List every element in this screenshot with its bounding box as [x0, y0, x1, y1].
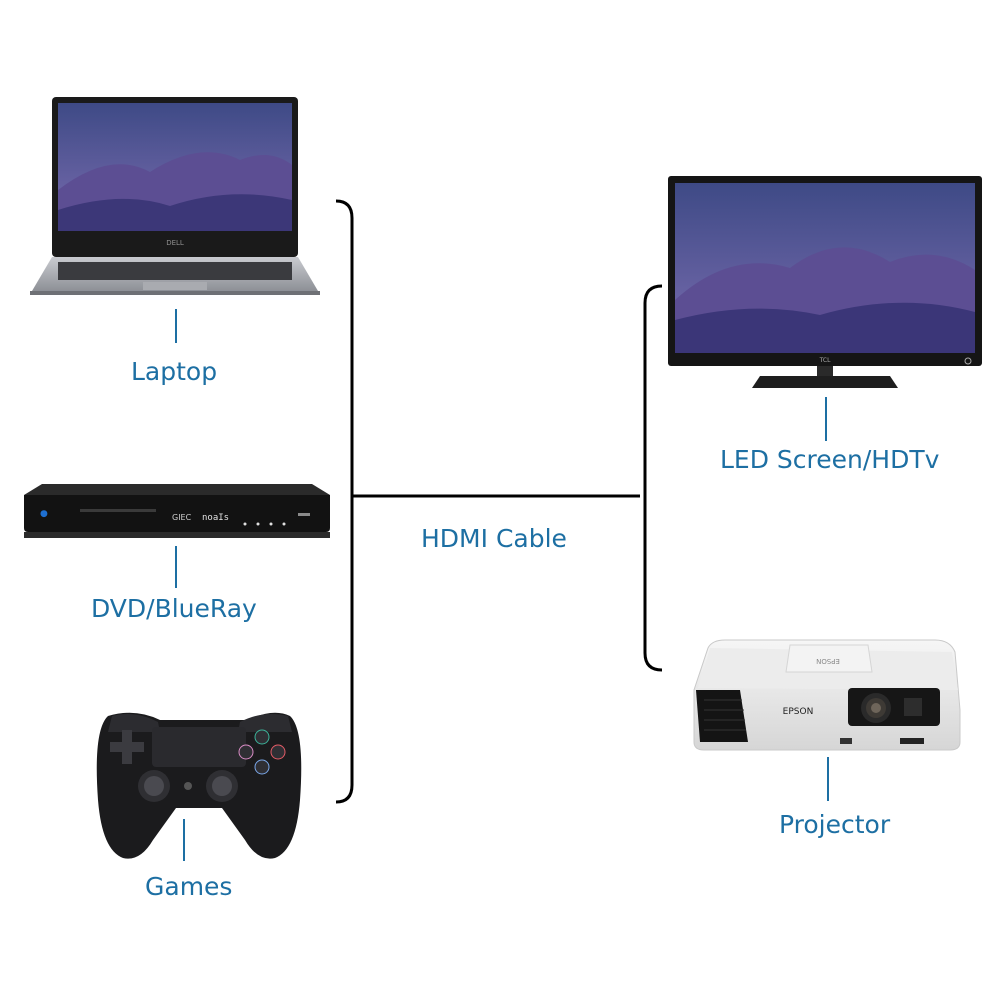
- right-bracket: [643, 284, 663, 672]
- svg-text:noaIs: noaIs: [202, 513, 229, 523]
- games-tick: [183, 819, 185, 861]
- label-projector: Projector: [779, 810, 891, 839]
- laptop-tick: [175, 309, 177, 343]
- label-games: Games: [145, 872, 233, 901]
- label-hdmi-cable: HDMI Cable: [421, 524, 567, 553]
- svg-text:EPSON: EPSON: [783, 707, 814, 717]
- projector-tick: [827, 757, 829, 801]
- svg-text:TCL: TCL: [819, 357, 832, 364]
- tv-tick: [825, 397, 827, 441]
- label-laptop: Laptop: [131, 357, 218, 386]
- svg-text:GIEC: GIEC: [172, 513, 192, 522]
- svg-text:●: ●: [40, 509, 48, 519]
- left-bracket: [335, 199, 354, 804]
- svg-text:EPSON: EPSON: [816, 657, 840, 665]
- svg-text:DELL: DELL: [166, 239, 184, 247]
- dvd-tick: [175, 546, 177, 588]
- label-dvd: DVD/BlueRay: [91, 594, 257, 623]
- label-led-screen: LED Screen/HDTv: [720, 445, 940, 474]
